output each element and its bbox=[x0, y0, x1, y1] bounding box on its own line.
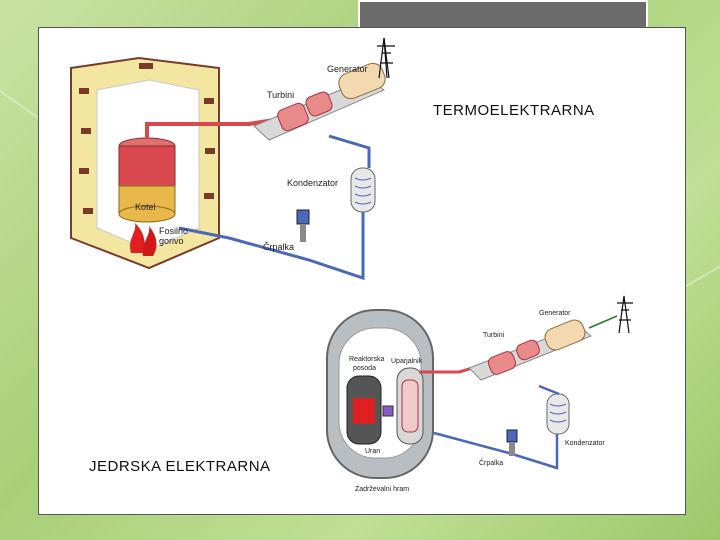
nuclear-cooling-pipe bbox=[539, 386, 559, 394]
nuclear-power-line bbox=[589, 316, 617, 328]
nuclear-uran-label: Uran bbox=[365, 448, 380, 455]
thermal-cooling-pipe bbox=[329, 136, 369, 168]
nuclear-turbini-label: Turbini bbox=[483, 332, 504, 339]
nuclear-plant-title: JEDRSKA ELEKTRARNA bbox=[89, 458, 271, 475]
nuclear-inner-pump-icon bbox=[383, 406, 393, 416]
nuclear-generator-label: Generator bbox=[539, 310, 571, 317]
nuclear-kondenzator-label: Kondenzator bbox=[565, 440, 605, 447]
nuclear-reactor-vessel bbox=[347, 376, 381, 444]
thermal-turbine bbox=[254, 60, 388, 140]
thermal-pump-icon bbox=[297, 210, 309, 242]
thermal-pylon-icon bbox=[377, 38, 395, 78]
nuclear-pylon-icon bbox=[617, 296, 633, 333]
nuclear-zadrzevalni-label: Zadrževalni hram bbox=[355, 486, 409, 493]
thermal-condenser bbox=[351, 168, 375, 212]
thermal-crpalka-label: Črpalka bbox=[263, 242, 294, 252]
nuclear-crpalka-label: Črpalka bbox=[479, 460, 503, 467]
thermal-gorivo-label: gorivo bbox=[159, 236, 184, 246]
thermal-kondenzator-label: Kondenzator bbox=[287, 178, 338, 188]
thermal-turbini-label: Turbini bbox=[267, 90, 294, 100]
nuclear-reaktorska-label: Reaktorska bbox=[349, 356, 384, 363]
slide-content: TERMOELEKTRARNA JEDRSKA ELEKTRARNA Gener… bbox=[38, 27, 686, 515]
thermal-fosilno-label: Fosilno bbox=[159, 226, 188, 236]
thermal-generator-label: Generator bbox=[327, 64, 368, 74]
nuclear-steam-generator bbox=[397, 368, 423, 444]
nuclear-turbine bbox=[469, 317, 591, 380]
thermal-plant-title: TERMOELEKTRARNA bbox=[433, 102, 595, 119]
thermal-kotel-label: Kotel bbox=[135, 202, 156, 212]
nuclear-posoda-label: posoda bbox=[353, 365, 376, 372]
nuclear-condenser bbox=[547, 394, 569, 434]
nuclear-uparjalnik-label: Uparjalnik bbox=[391, 358, 422, 365]
